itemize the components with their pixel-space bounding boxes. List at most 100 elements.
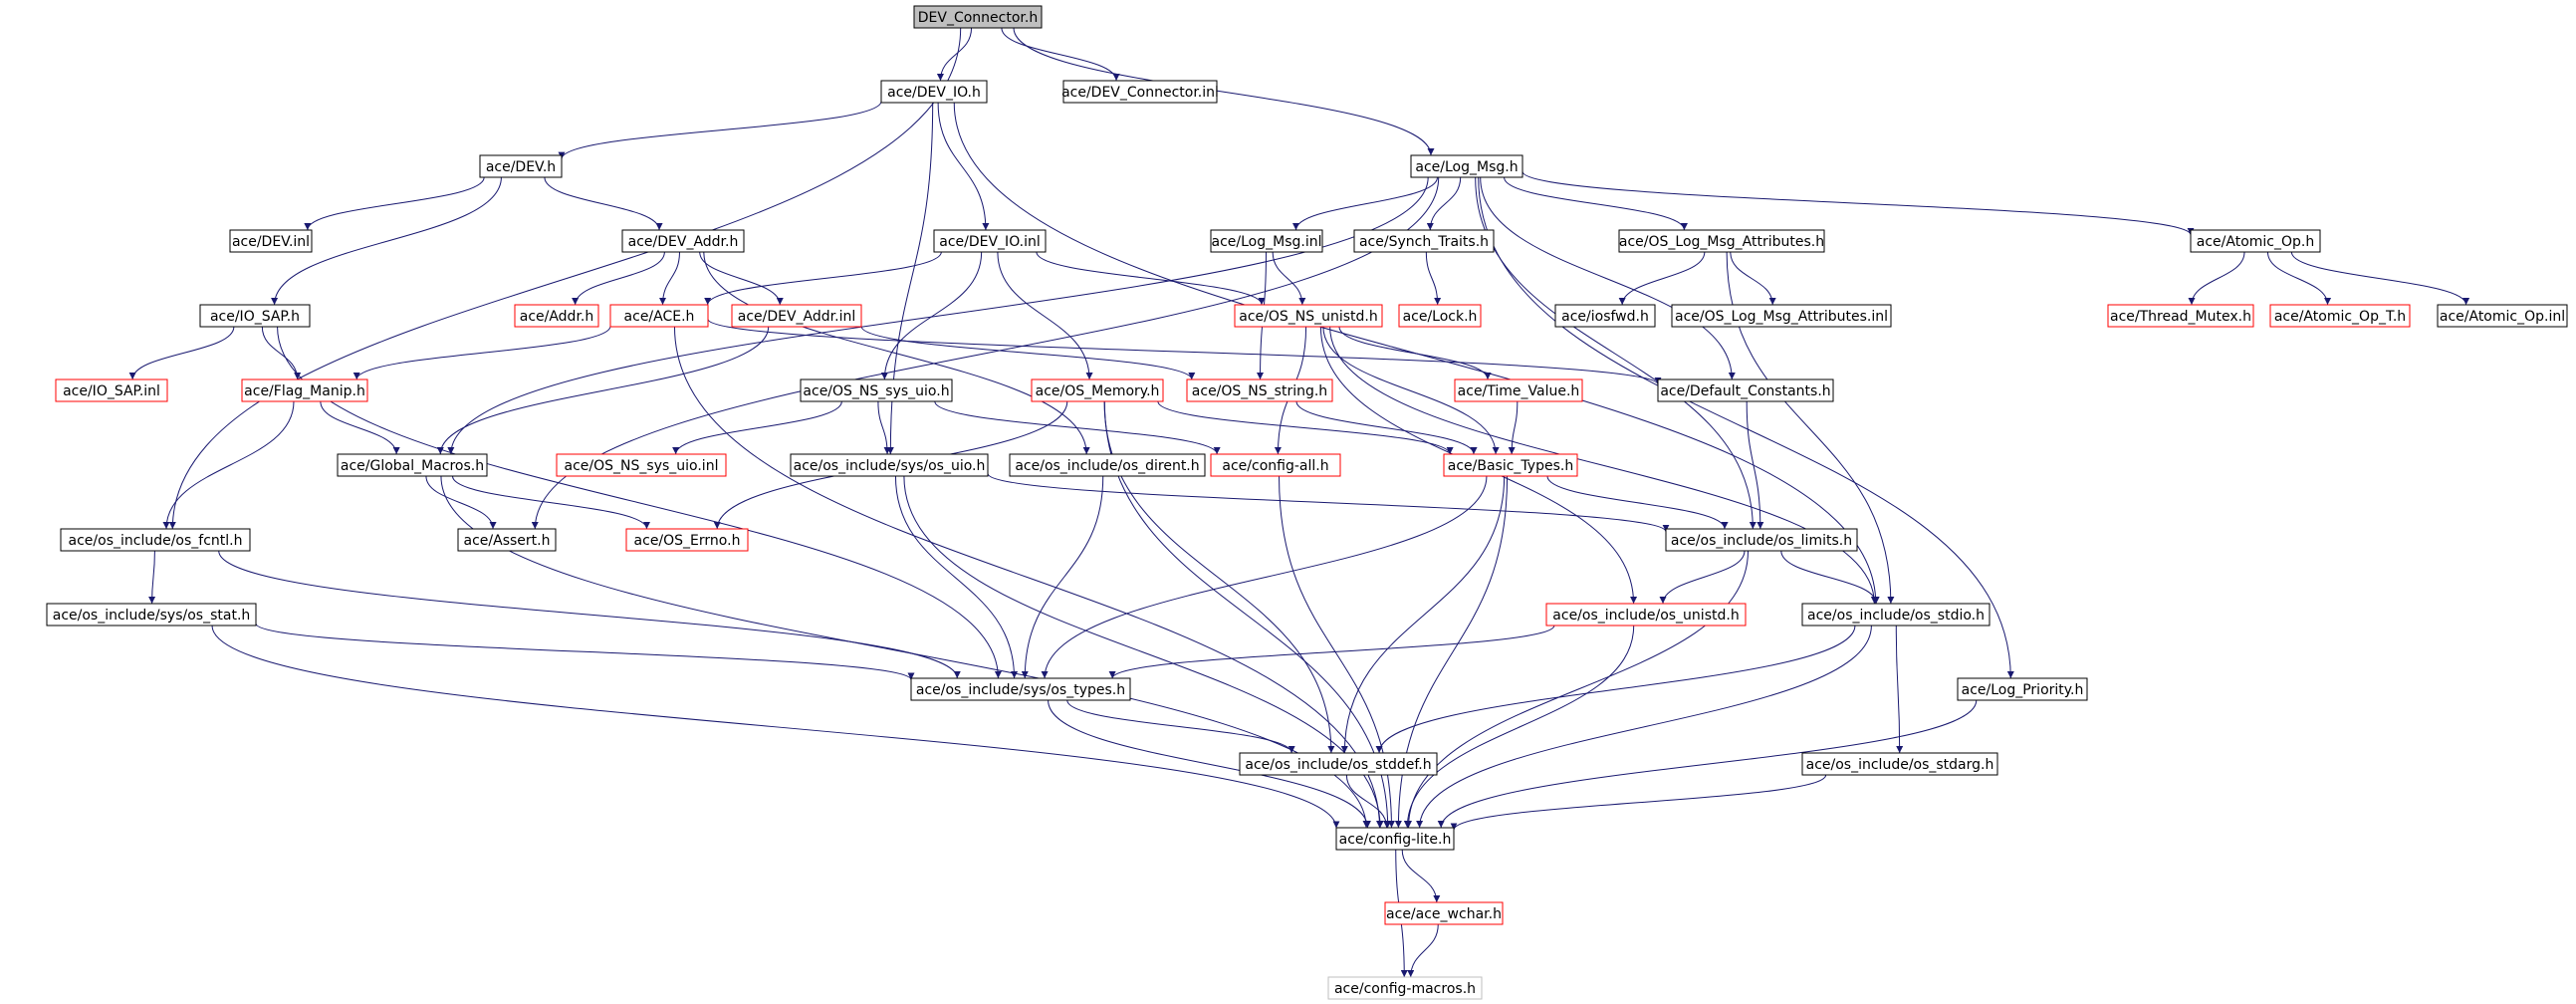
node-box bbox=[229, 229, 313, 253]
node-iosfwd-h[interactable]: ace/iosfwd.h bbox=[1554, 304, 1656, 328]
node-basic-types-h[interactable]: ace/Basic_Types.h bbox=[1443, 453, 1578, 477]
edge-io_sap_h-to-flag_manip_h bbox=[261, 326, 302, 380]
node-io-sap-h[interactable]: ace/IO_SAP.h bbox=[199, 304, 311, 328]
nodes-layer: DEV_Connector.h ace/DEV_IO.h ace/DEV_Conne… bbox=[46, 5, 2568, 1000]
edge-os_log_msg_attr_h-to-os_log_msg_attr_inl bbox=[1730, 251, 1776, 306]
node-label: ace/ACE.h bbox=[624, 309, 695, 325]
node-box bbox=[1384, 901, 1504, 925]
node-os-log-msg-attr-h[interactable]: ace/OS_Log_Msg_Attributes.h bbox=[1618, 229, 1825, 253]
edge-os_ns_unistd_h-to-os_include_os_stdio_h bbox=[1329, 326, 1878, 605]
node-os-include-sys-os-stat-h[interactable]: ace/os_include/sys/os_stat.h bbox=[46, 603, 257, 627]
node-box bbox=[241, 378, 368, 402]
edge-os_include_sys_os_types_h-to-config_lite_h bbox=[1048, 699, 1371, 829]
node-dev-io-h[interactable]: ace/DEV_IO.h bbox=[880, 80, 988, 104]
edge-default_constants_h-to-os_include_os_limits_h bbox=[1746, 400, 1764, 530]
node-label: ace/OS_NS_string.h bbox=[1192, 383, 1327, 399]
node-os-include-sys-os-uio-h[interactable]: ace/os_include/sys/os_uio.h bbox=[790, 453, 989, 477]
node-label: ace/Log_Priority.h bbox=[1962, 682, 2084, 698]
edge-global_macros_h-to-os_errno_h bbox=[451, 475, 650, 530]
node-box bbox=[1009, 453, 1206, 477]
edge-os_include_sys_os_stat_h-to-os_include_sys_os_types_h bbox=[255, 623, 915, 680]
node-atomic-op-h[interactable]: ace/Atomic_Op.h bbox=[2190, 229, 2321, 253]
node-label: ace/Basic_Types.h bbox=[1448, 458, 1573, 474]
node-label: ace/OS_NS_sys_uio.h bbox=[803, 383, 949, 399]
node-config-macros-h[interactable]: ace/config-macros.h bbox=[1327, 976, 1483, 1000]
node-label: ace/DEV_IO.inl bbox=[939, 234, 1041, 250]
node-os-include-os-dirent-h[interactable]: ace/os_include/os_dirent.h bbox=[1009, 453, 1206, 477]
node-box bbox=[60, 528, 251, 552]
node-box bbox=[1801, 752, 1998, 776]
edge-dev_h-to-io_sap_h bbox=[271, 176, 502, 306]
node-os-include-os-fcntl-h[interactable]: ace/os_include/os_fcntl.h bbox=[60, 528, 251, 552]
node-label: ace/Atomic_Op.inl bbox=[2440, 309, 2565, 325]
node-box bbox=[1671, 304, 1892, 328]
node-synch-traits-h[interactable]: ace/Synch_Traits.h bbox=[1353, 229, 1495, 253]
node-atomic-op-inl[interactable]: ace/Atomic_Op.inl bbox=[2437, 304, 2568, 328]
node-os-ns-unistd-h[interactable]: ace/OS_NS_unistd.h bbox=[1234, 304, 1383, 328]
node-config-all-h[interactable]: ace/config-all.h bbox=[1210, 453, 1341, 477]
node-box bbox=[2437, 304, 2568, 328]
node-default-constants-h[interactable]: ace/Default_Constants.h bbox=[1657, 378, 1834, 402]
node-os-ns-string-h[interactable]: ace/OS_NS_string.h bbox=[1186, 378, 1333, 402]
node-dev-connector-h[interactable]: DEV_Connector.h bbox=[913, 5, 1043, 29]
edge-os_include_sys_os_uio_h-to-os_include_os_limits_h bbox=[987, 473, 1670, 533]
node-os-include-os-unistd-h[interactable]: ace/os_include/os_unistd.h bbox=[1545, 603, 1747, 627]
node-config-lite-h[interactable]: ace/config-lite.h bbox=[1335, 827, 1455, 851]
node-dev-inl[interactable]: ace/DEV.inl bbox=[229, 229, 313, 253]
edge-os_include_os_limits_h-to-os_include_os_unistd_h bbox=[1659, 550, 1746, 605]
node-ace-wchar-h[interactable]: ace/ace_wchar.h bbox=[1384, 901, 1504, 925]
node-box bbox=[1957, 677, 2088, 701]
node-label: ace/OS_Errno.h bbox=[634, 533, 741, 549]
edge-time_value_h-to-basic_types_h bbox=[1508, 400, 1519, 455]
edge-os_include_os_stdio_h-to-os_include_os_stddef_h bbox=[1375, 625, 1856, 754]
node-box bbox=[1031, 378, 1164, 402]
node-os-include-os-stdarg-h[interactable]: ace/os_include/os_stdarg.h bbox=[1801, 752, 1998, 776]
node-dev-addr-inl[interactable]: ace/DEV_Addr.inl bbox=[731, 304, 862, 328]
node-os-ns-sys-uio-inl[interactable]: ace/OS_NS_sys_uio.inl bbox=[556, 453, 727, 477]
edge-log_msg_h-to-log_msg_inl bbox=[1292, 176, 1439, 231]
node-box bbox=[800, 378, 953, 402]
node-os-ns-sys-uio-h[interactable]: ace/OS_NS_sys_uio.h bbox=[800, 378, 953, 402]
edge-os_ns_sys_uio_h-to-os_include_sys_os_uio_h bbox=[877, 400, 891, 455]
node-box bbox=[880, 80, 988, 104]
edge-synch_traits_h-to-lock_h bbox=[1425, 251, 1442, 306]
node-box bbox=[1239, 752, 1438, 776]
node-time-value-h[interactable]: ace/Time_Value.h bbox=[1454, 378, 1583, 402]
node-os-include-os-stdio-h[interactable]: ace/os_include/os_stdio.h bbox=[1801, 603, 1991, 627]
node-os-errno-h[interactable]: ace/OS_Errno.h bbox=[625, 528, 749, 552]
node-lock-h[interactable]: ace/Lock.h bbox=[1398, 304, 1482, 328]
node-box bbox=[1657, 378, 1834, 402]
node-dev-io-inl[interactable]: ace/DEV_IO.inl bbox=[933, 229, 1047, 253]
node-ace-h[interactable]: ace/ACE.h bbox=[609, 304, 709, 328]
node-io-sap-inl[interactable]: ace/IO_SAP.inl bbox=[55, 378, 168, 402]
node-log-msg-inl[interactable]: ace/Log_Msg.inl bbox=[1210, 229, 1323, 253]
node-dev-h[interactable]: ace/DEV.h bbox=[479, 154, 563, 178]
node-os-include-os-limits-h[interactable]: ace/os_include/os_limits.h bbox=[1665, 528, 1858, 552]
edge-basic_types_h-to-os_include_os_limits_h bbox=[1546, 475, 1729, 530]
node-assert-h[interactable]: ace/Assert.h bbox=[457, 528, 557, 552]
node-os-log-msg-attr-inl[interactable]: ace/OS_Log_Msg_Attributes.inl bbox=[1671, 304, 1892, 328]
edge-ace_h-to-default_constants_h bbox=[707, 318, 1662, 385]
node-global-macros-h[interactable]: ace/Global_Macros.h bbox=[337, 453, 488, 477]
node-dev-connector-inl[interactable]: ace/DEV_Connector.inl bbox=[1061, 80, 1219, 104]
node-log-priority-h[interactable]: ace/Log_Priority.h bbox=[1957, 677, 2088, 701]
edge-dev_io_h-to-dev_io_inl bbox=[937, 102, 990, 231]
node-dev-addr-h[interactable]: ace/DEV_Addr.h bbox=[621, 229, 745, 253]
node-box bbox=[337, 453, 488, 477]
node-label: ace/os_include/os_limits.h bbox=[1671, 533, 1852, 549]
node-os-memory-h[interactable]: ace/OS_Memory.h bbox=[1031, 378, 1164, 402]
node-box bbox=[1665, 528, 1858, 552]
node-log-msg-h[interactable]: ace/Log_Msg.h bbox=[1410, 154, 1523, 178]
node-flag-manip-h[interactable]: ace/Flag_Manip.h bbox=[241, 378, 368, 402]
node-atomic-op-t-h[interactable]: ace/Atomic_Op_T.h bbox=[2269, 304, 2411, 328]
node-os-include-os-stddef-h[interactable]: ace/os_include/os_stddef.h bbox=[1239, 752, 1438, 776]
node-box bbox=[1062, 80, 1218, 104]
node-os-include-sys-os-types-h[interactable]: ace/os_include/sys/os_types.h bbox=[910, 677, 1131, 701]
node-label: ace/Assert.h bbox=[464, 533, 551, 549]
node-label: ace/Atomic_Op.h bbox=[2197, 234, 2314, 250]
node-thread-mutex-h[interactable]: ace/Thread_Mutex.h bbox=[2107, 304, 2254, 328]
node-addr-h[interactable]: ace/Addr.h bbox=[514, 304, 599, 328]
node-label: ace/DEV.h bbox=[486, 159, 556, 175]
node-label: ace/Synch_Traits.h bbox=[1359, 234, 1489, 250]
